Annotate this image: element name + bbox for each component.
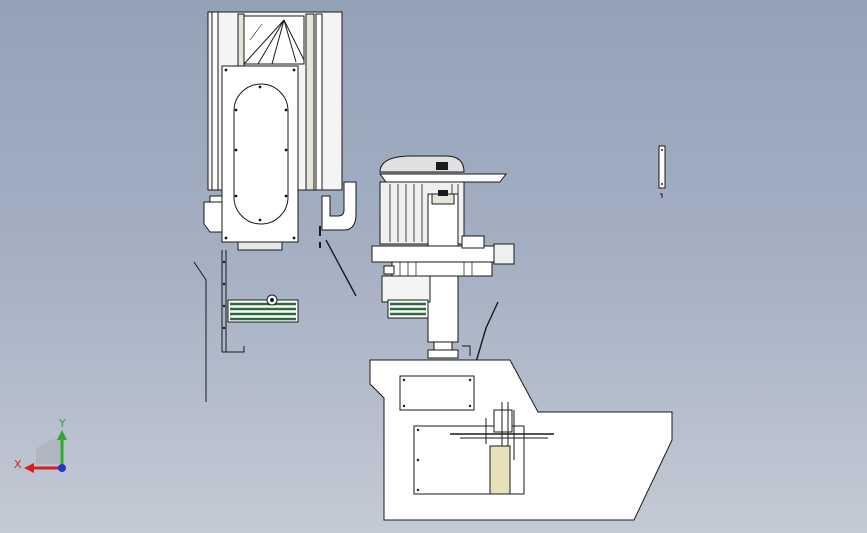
elbow-duct <box>321 181 357 231</box>
internal-rotor <box>450 402 554 495</box>
x-axis-label: X <box>14 458 22 471</box>
inspection-window <box>233 83 289 225</box>
frame-rods <box>193 239 357 402</box>
hopper-assembly <box>203 11 357 251</box>
z-axis-dot <box>58 464 66 472</box>
coordinate-triad: Y X <box>14 417 67 473</box>
y-axis-label: Y <box>58 417 66 430</box>
cover-bolts <box>224 68 296 240</box>
machine-base <box>369 359 673 521</box>
motor-pulley <box>387 299 429 319</box>
motor-assembly <box>371 155 515 363</box>
hopper-funnel <box>243 15 305 65</box>
left-pulley <box>227 294 299 323</box>
upper-access-panel <box>399 375 475 411</box>
side-bracket <box>658 145 666 198</box>
